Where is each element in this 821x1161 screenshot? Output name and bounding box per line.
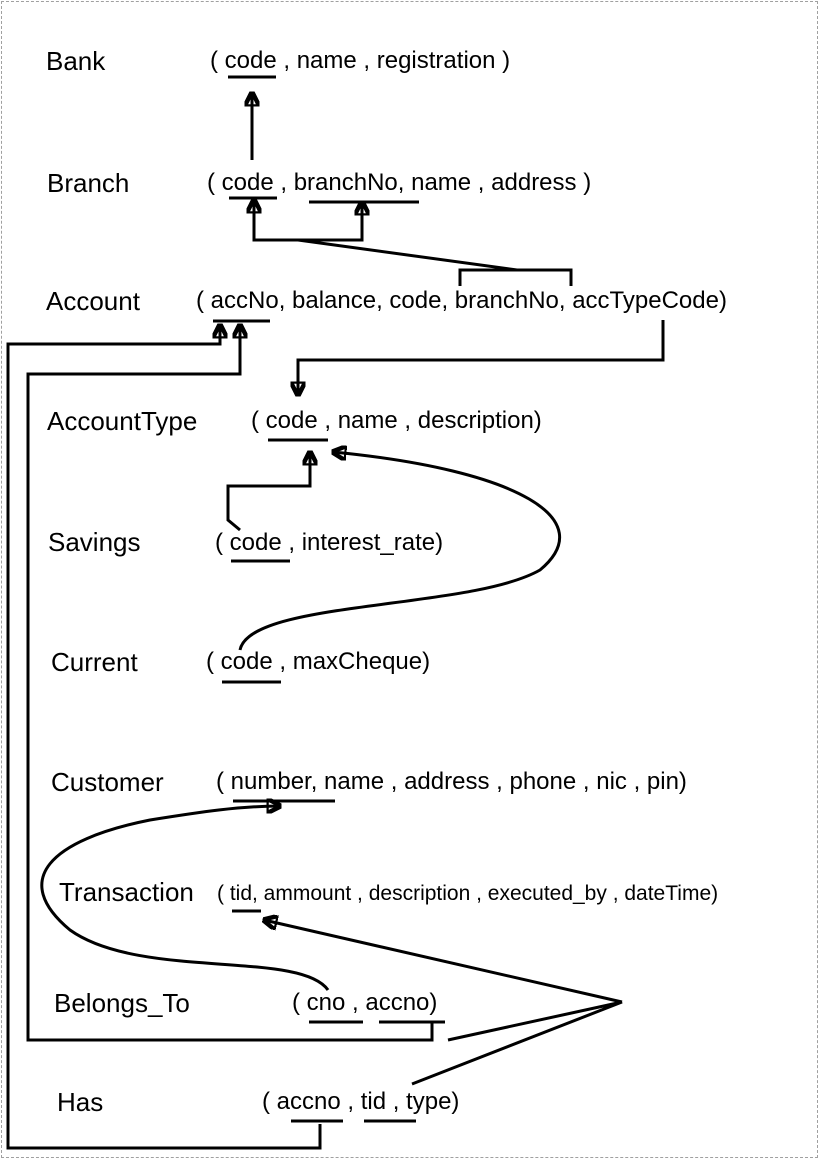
table-name-has: Has — [57, 1087, 104, 1117]
table-name-current: Current — [51, 647, 138, 677]
fk-belongs-to-cno-to-customer — [40, 806, 330, 991]
fk-account-to-accounttype — [298, 320, 665, 395]
fk-has-tid-connector — [411, 1000, 623, 1086]
attrs-bank: ( code , name , registration ) — [210, 47, 511, 74]
table-name-customer: Customer — [51, 767, 164, 797]
fk-belongs-to-accno-to-account — [26, 325, 434, 1042]
fk-current-to-accounttype — [238, 452, 562, 651]
table-name-branch: Branch — [47, 168, 130, 198]
attrs-current: ( code , maxCheque) — [206, 648, 431, 675]
table-name-belongs-to: Belongs_To — [54, 988, 190, 1018]
attrs-has: ( accno , tid , type) — [262, 1088, 460, 1115]
attrs-account: ( accNo, balance, code, branchNo, accTyp… — [196, 287, 727, 314]
table-name-savings: Savings — [48, 527, 141, 557]
attrs-customer: ( number, name , address , phone , nic ,… — [216, 768, 687, 795]
attrs-savings: ( code , interest_rate) — [215, 529, 444, 556]
table-name-bank: Bank — [46, 46, 106, 76]
attrs-belongs-to: ( cno , accno) — [292, 989, 438, 1016]
fk-account-to-branch-branchno — [298, 202, 362, 242]
table-name-transaction: Transaction — [59, 877, 194, 907]
attrs-transaction: ( tid, ammount , description , executed_… — [217, 882, 719, 905]
fk-account-to-branch-code — [254, 200, 298, 242]
table-name-accounttype: AccountType — [47, 406, 198, 436]
fk-has-accno-to-account — [6, 325, 322, 1150]
attrs-branch: ( code , branchNo, name , address ) — [207, 169, 592, 196]
fk-account-branch-bracket — [458, 268, 573, 286]
fk-savings-to-accounttype — [226, 452, 310, 532]
attrs-accounttype: ( code , name , description) — [251, 407, 542, 434]
fk-account-branch-connector — [297, 238, 518, 272]
table-name-account: Account — [46, 286, 140, 316]
fk-has-tid-to-transaction — [264, 920, 623, 1004]
